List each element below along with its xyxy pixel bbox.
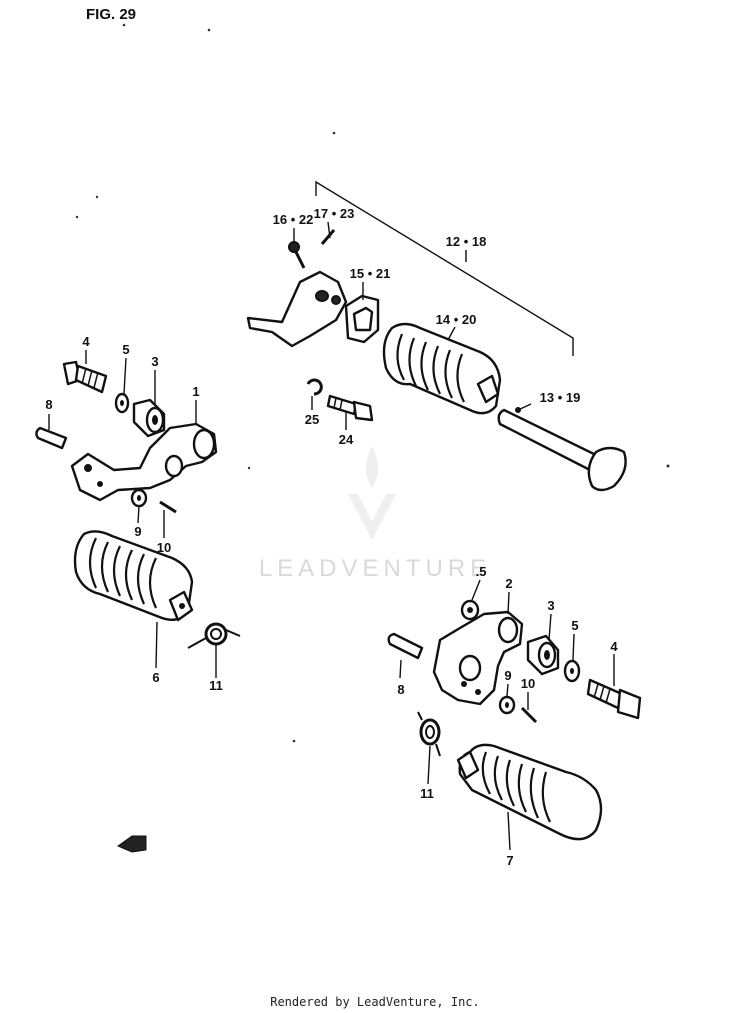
callout-11-left: 11 (209, 678, 223, 693)
part-footrest-rubber-7 (456, 743, 603, 841)
part-washer-5-right (563, 659, 581, 683)
callout-7: 7 (506, 853, 513, 868)
part-footrest-arm-2 (432, 610, 524, 706)
part-footrest-bracket (246, 270, 348, 348)
callout-3-right: 3 (547, 598, 554, 613)
part-washer-5-right-top (460, 599, 480, 621)
part-pin-8-right (387, 632, 424, 660)
callout-5-left: 5 (122, 342, 129, 357)
callout-8-right: 8 (397, 682, 404, 697)
part-cotter-10-right (520, 706, 538, 724)
callout-16-22: 16 • 22 (273, 212, 314, 227)
part-cotter-10-left (159, 500, 177, 514)
figure-label: FIG. 29 (86, 6, 136, 23)
part-gasket-15-21 (344, 294, 380, 344)
part-footrest-rubber-14-20 (382, 322, 502, 415)
callout-15-21: 15 • 21 (350, 266, 391, 281)
part-spring-11-right (417, 711, 441, 757)
callout-10-right: 10 (521, 676, 535, 691)
part-bolt-4-right (586, 678, 642, 720)
callout-24: 24 (339, 432, 354, 447)
scan-specks (75, 23, 670, 743)
part-washer-9-right (498, 695, 516, 715)
callout-labels: 4 5 3 1 8 9 10 6 11 16 • 22 17 • 23 12 •… (45, 206, 618, 868)
part-washer-5-left (114, 392, 130, 414)
callout-9-left: 9 (134, 524, 141, 539)
part-pivot-pin-13-19 (497, 407, 627, 492)
callout-4-right: 4 (610, 639, 618, 654)
callout-5-right: 5 (571, 618, 578, 633)
callout-9-right: 9 (504, 668, 511, 683)
callout-5-right-top: .5 (476, 564, 487, 579)
callout-13-19: 13 • 19 (540, 390, 581, 405)
bracket-12-18 (315, 180, 574, 356)
part-washer-9-left (130, 488, 148, 508)
callout-14-20: 14 • 20 (436, 312, 477, 327)
watermark-logo (348, 446, 396, 540)
callout-6: 6 (152, 670, 159, 685)
part-spring-11-left (187, 622, 241, 649)
part-bolt-24 (326, 394, 374, 422)
callout-25: 25 (305, 412, 319, 427)
callout-17-23: 17 • 23 (314, 206, 355, 221)
part-footrest-arm-1 (70, 422, 218, 502)
callout-1: 1 (192, 384, 199, 399)
front-direction-arrow-icon (116, 835, 147, 853)
part-washer-25 (306, 378, 323, 396)
footer-credit: Rendered by LeadVenture, Inc. (270, 995, 480, 1009)
watermark-text: LEADVENTURE (259, 555, 491, 582)
callout-11-right: 11 (420, 786, 434, 801)
part-pin-8-left (35, 426, 68, 450)
callout-8-left: 8 (45, 397, 52, 412)
callout-12-18: 12 • 18 (446, 234, 487, 249)
callout-3-left: 3 (151, 354, 158, 369)
callout-10-left: 10 (157, 540, 171, 555)
part-bolt-4-left (62, 360, 108, 394)
part-bushing-3-right (526, 634, 560, 676)
part-cotter-17-23 (320, 229, 336, 245)
callout-2: 2 (505, 576, 512, 591)
part-pin-16-22 (288, 241, 306, 269)
part-bushing-3-left (132, 398, 166, 438)
part-footrest-rubber-6 (73, 530, 194, 622)
leader-lines (48, 221, 615, 851)
callout-4-left: 4 (82, 334, 90, 349)
